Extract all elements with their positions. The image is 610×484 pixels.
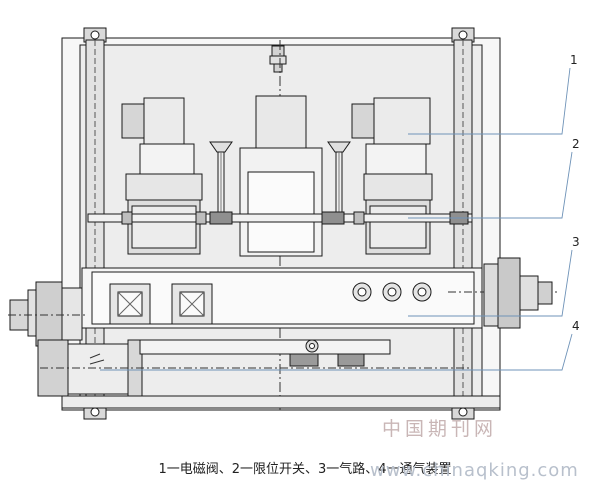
- manifold-round-ports: [352, 282, 432, 302]
- callout-2: 2: [572, 137, 580, 151]
- corner-bolt-top-left: [83, 27, 107, 43]
- leader-lines: [100, 67, 573, 371]
- top-fitting: [269, 45, 287, 73]
- callout-3: 3: [572, 235, 580, 249]
- watermark-chinese: 中国期刊网: [382, 418, 498, 440]
- center-block: [255, 95, 307, 149]
- limit-switch-right: [327, 141, 351, 213]
- figure-caption: 1一电磁阀、2一限位开关、3一气路、4一通气装置: [158, 462, 452, 477]
- limit-switch-left: [209, 141, 233, 213]
- vent-fittings: [289, 339, 365, 367]
- right-side-connector: [483, 257, 553, 329]
- callout-4: 4: [572, 319, 580, 333]
- watermark-url: www.chinaqking.com: [370, 460, 579, 481]
- solenoid-valve-right: [351, 97, 433, 255]
- manifold-port-square-left: [109, 283, 151, 325]
- manifold-port-square-right: [171, 283, 213, 325]
- solenoid-valve-left: [121, 97, 203, 255]
- callout-1: 1: [570, 53, 578, 67]
- left-side-connector: [9, 281, 83, 347]
- base-plate: [61, 395, 501, 409]
